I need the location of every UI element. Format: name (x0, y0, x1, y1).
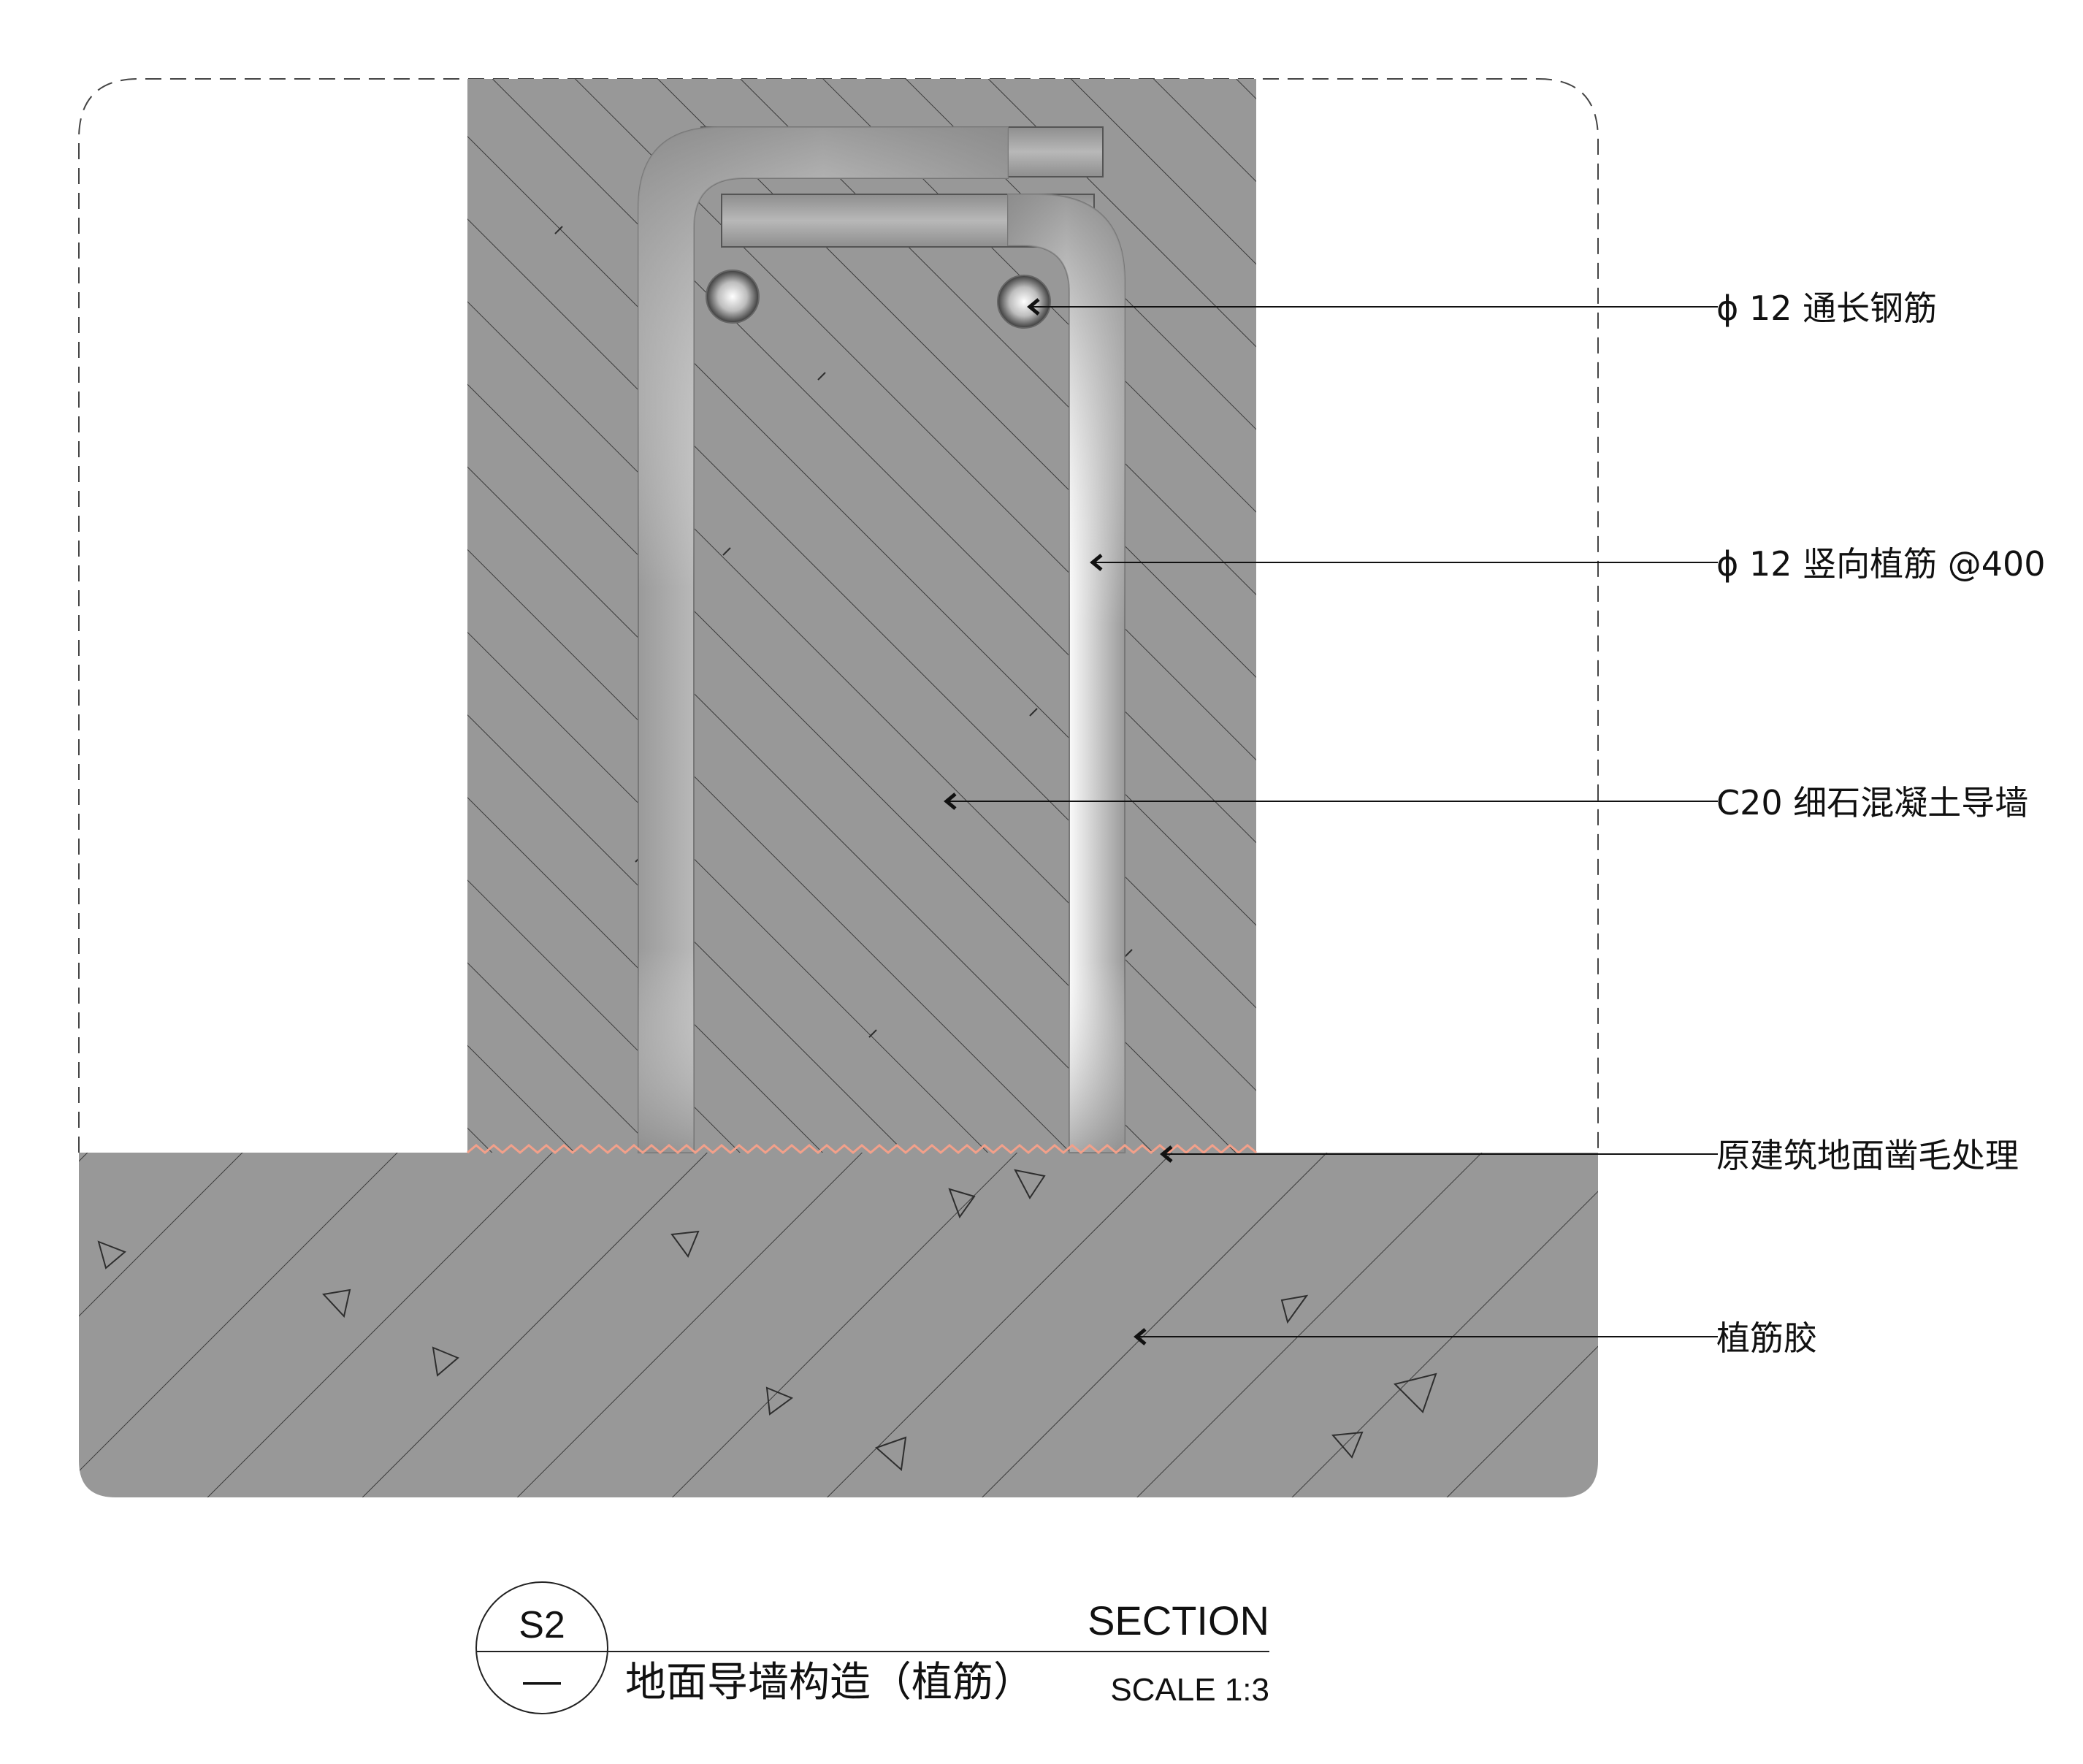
leader-vertical-bar (1090, 554, 1718, 571)
annotation-anchor-glue: 植筋胶 (1716, 1318, 1817, 1358)
sheet-reference: — (523, 1660, 561, 1702)
leader-lines (944, 298, 1718, 1345)
annotation-c20-concrete: C20 细石混凝土导墙 (1716, 783, 2028, 822)
leader-anchor-glue (1134, 1328, 1718, 1345)
annotation-chiselled-surface: 原建筑地面凿毛处理 (1716, 1136, 2019, 1175)
floor-slab (79, 1153, 1598, 1497)
annotation-through-bar: ϕ 12 通长钢筋 (1716, 289, 1937, 328)
drawing-type: SECTION (1088, 1597, 1269, 1643)
title-block: S2 — 地面导墙构造（植筋） SECTION SCALE 1:3 (475, 1581, 1269, 1714)
annotation-vertical-bar: ϕ 12 竖向植筋 @400 (1716, 544, 2046, 584)
leader-through-bar (1027, 298, 1718, 316)
leader-chiselled-surface (1160, 1145, 1718, 1163)
drawing-scale: SCALE 1:3 (1110, 1672, 1269, 1708)
section-symbol-circle (475, 1581, 608, 1714)
aggregate-triangles (97, 1169, 1437, 1471)
drawing-title: 地面导墙构造（植筋） (625, 1659, 1034, 1706)
annotation-labels: ϕ 12 通长钢筋 ϕ 12 竖向植筋 @400 C20 细石混凝土导墙 原建筑… (1716, 289, 2046, 1358)
chiselled-interface-line (467, 1144, 1257, 1154)
section-number: S2 (519, 1604, 565, 1646)
guide-wall (467, 79, 1256, 1153)
leader-c20-concrete (944, 793, 1718, 810)
vertical-anchor-bar (638, 126, 1125, 1153)
